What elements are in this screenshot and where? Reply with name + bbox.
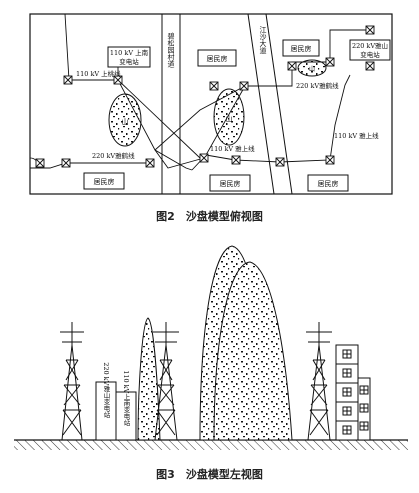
figure3-left-view: 220 kV雅山变电站 110 kV上南变电站 <box>14 245 408 450</box>
residential-building <box>335 344 371 441</box>
residence-1-label: 居民房 <box>207 54 228 63</box>
substation-shangnan-label-2: 变电站 <box>119 57 139 66</box>
tower-marker <box>209 81 219 91</box>
tower-markers <box>35 25 375 168</box>
tower-marker <box>61 158 71 168</box>
road-tongsha-left <box>247 13 275 195</box>
tower-marker <box>287 61 297 71</box>
transmission-tower-1 <box>60 322 84 441</box>
ground-hatch <box>14 440 408 450</box>
substation-yashan-side-label: 220 kV雅山变电站 <box>102 362 110 419</box>
residence-2 <box>282 39 320 57</box>
residence-2-label: 居民房 <box>291 44 312 53</box>
line-yashang-label-1: 110 kV 雅上线 <box>334 131 379 140</box>
residence-5-label: 居民房 <box>318 179 339 188</box>
power-lines <box>30 13 370 171</box>
tower-marker <box>325 155 335 165</box>
hill-3-label: 山 <box>309 65 315 73</box>
substation-shangnan-label-1: 110 kV 上南 <box>110 48 149 57</box>
transmission-tower-3 <box>306 322 332 441</box>
line-yashang-label-2: 110 kV 雅上线 <box>210 144 255 153</box>
transmission-tower-2 <box>153 322 179 441</box>
line-yahe-label-2: 220 kV雅鹤线 <box>92 151 135 160</box>
substation-yashan-label-1: 220 kV雅山 <box>352 41 388 50</box>
hill-1-label: 山 <box>122 117 129 126</box>
substation-shangnan-side-label: 110 kV上南变电站 <box>122 370 130 427</box>
residence-4 <box>209 174 251 192</box>
substation-shangnan <box>107 46 151 68</box>
tower-marker <box>113 75 123 85</box>
tower-marker <box>365 25 375 35</box>
tower-marker <box>325 57 335 67</box>
tower-marker <box>145 158 155 168</box>
residence-3-label: 居民房 <box>94 177 115 186</box>
figure2-caption: 图2 沙盘模型俯视图 <box>156 210 263 223</box>
mountain-front <box>213 261 293 441</box>
residence-4-label: 居民房 <box>220 179 241 188</box>
hill-2 <box>213 88 245 146</box>
hill-2-label: 山 <box>226 114 233 123</box>
substation-yashan-label-2: 变电站 <box>360 50 380 59</box>
small-hill <box>137 317 161 441</box>
figure3-caption: 图3 沙盘模型左视图 <box>156 468 263 481</box>
figure2-top-view: 碧松园村道 江沙大道 山 山 山 居民房 居民房 居民房 居民房 居民房 110… <box>29 13 393 195</box>
substation-yashan <box>349 39 391 61</box>
tower-marker <box>365 61 375 71</box>
substation-shangnan-building <box>115 391 137 441</box>
windows <box>342 349 369 435</box>
tower-marker <box>35 158 45 168</box>
residence-5 <box>307 174 349 192</box>
tower-marker <box>63 75 73 85</box>
line-shangtao-label: 110 kV 上桃线 <box>76 69 121 78</box>
residence-1 <box>197 49 237 67</box>
tower-marker <box>199 153 209 163</box>
sandtable-border <box>29 13 393 195</box>
line-yahe-label-1: 220 kV雅鹤线 <box>296 81 339 90</box>
tower-marker <box>275 157 285 167</box>
residence-3 <box>83 172 125 190</box>
tower-marker <box>231 155 241 165</box>
road-tongsha-label: 江沙大道 <box>259 26 267 55</box>
hill-3 <box>297 59 327 77</box>
tower-marker <box>239 81 249 91</box>
road-tongsha-right <box>265 13 293 195</box>
road-bisong-label: 碧松园村道 <box>167 32 175 69</box>
